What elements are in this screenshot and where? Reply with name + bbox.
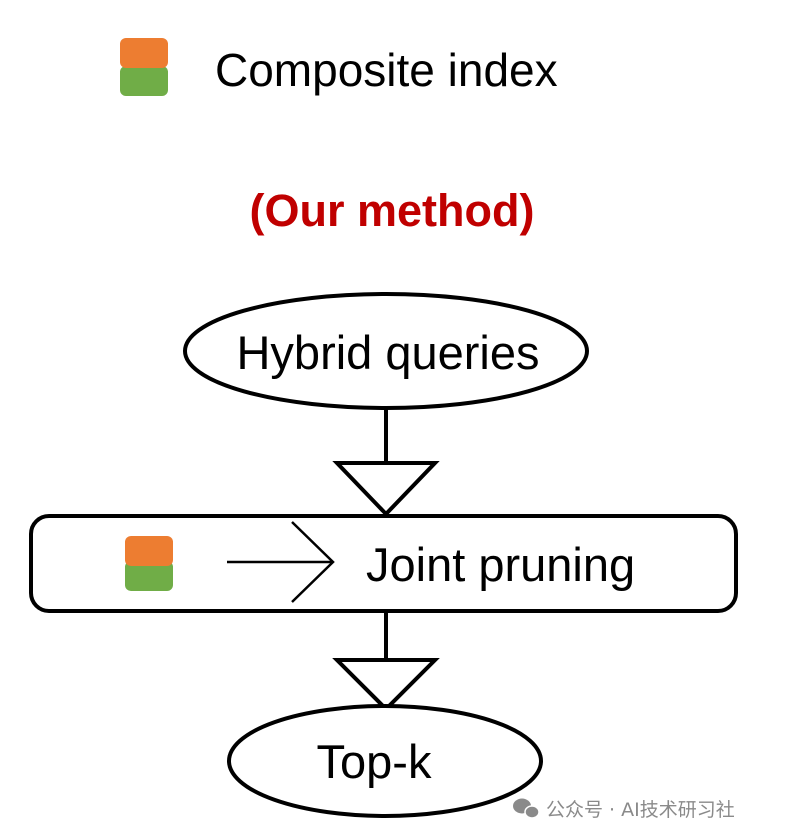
start-node-label: Hybrid queries <box>236 326 539 379</box>
watermark-text: 公众号 · AI技术研习社 <box>546 799 735 821</box>
watermark: 公众号 · AI技术研习社 <box>513 798 735 821</box>
arrow-process-to-end <box>332 611 440 712</box>
method-subtitle: (Our method) <box>250 185 535 236</box>
chat-bubble-icon <box>513 798 540 819</box>
arrow-start-to-process <box>332 408 440 517</box>
composite-index-icon <box>125 536 173 591</box>
arrow-right-icon <box>227 521 335 603</box>
legend: Composite index <box>120 38 558 96</box>
legend-label: Composite index <box>215 44 558 96</box>
end-node: Top-k <box>227 704 543 818</box>
start-node: Hybrid queries <box>183 292 589 410</box>
process-node: Joint pruning <box>29 514 738 613</box>
process-node-label: Joint pruning <box>366 538 635 591</box>
end-node-label: Top-k <box>317 735 432 788</box>
composite-index-icon <box>120 38 168 96</box>
